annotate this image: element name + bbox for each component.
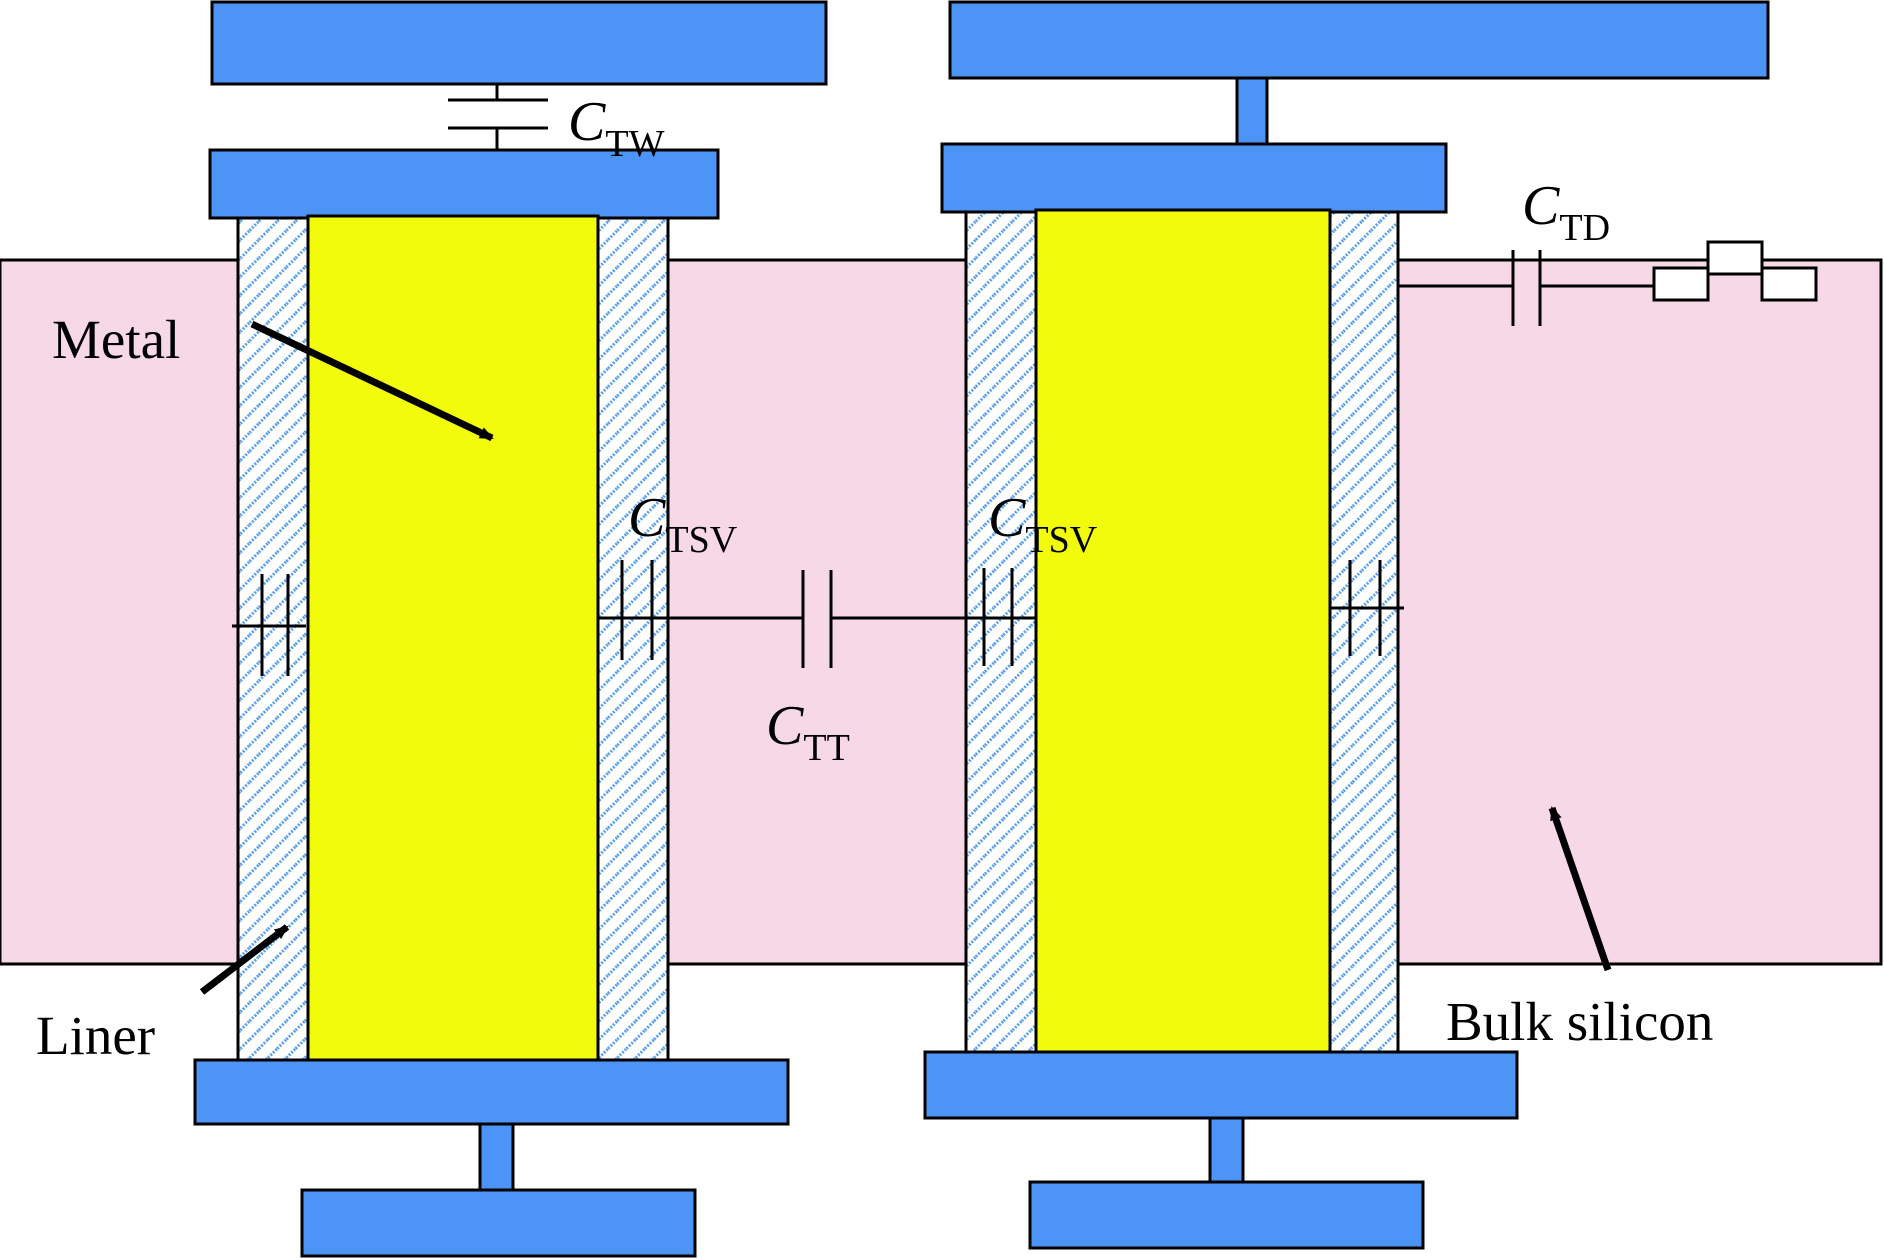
c-td-label: CTD	[1522, 175, 1610, 249]
capacitor-c-tt	[668, 570, 966, 668]
liner-arrow	[199, 924, 290, 995]
tsv-right	[923, 0, 1770, 1250]
bottom-wire-left	[300, 1188, 697, 1258]
bottom-via-right	[1208, 1116, 1245, 1184]
liner-left-inner	[596, 216, 670, 1062]
capacitor-c-tw	[448, 84, 548, 150]
bottom-pad-left	[193, 1058, 790, 1126]
top-wire-right	[948, 0, 1770, 80]
bulk-silicon-label: Bulk silicon	[1446, 991, 1713, 1052]
c-tt-label: CTT	[766, 695, 850, 769]
capacitor-c-tsv-right-inner	[1330, 560, 1404, 656]
silicon-middle	[666, 258, 968, 966]
liner-right-inner	[1328, 210, 1400, 1054]
silicon-right	[1396, 258, 1883, 966]
top-pad-right	[940, 142, 1448, 214]
liner-label: Liner	[36, 1005, 155, 1066]
capacitor-c-tsv-left-outer	[232, 574, 306, 676]
capacitor-c-tsv-right-outer	[966, 568, 1036, 666]
metal-core-left	[306, 214, 600, 1062]
resistor-network	[1652, 240, 1818, 302]
capacitor-c-tsv-left-inner	[598, 560, 668, 660]
bulk-silicon	[0, 258, 1883, 966]
top-pad-left	[208, 148, 720, 220]
liner-right-outer	[964, 210, 1038, 1054]
tsv-left	[193, 0, 828, 1258]
arrows	[199, 320, 1612, 995]
silicon-left	[0, 258, 240, 966]
top-wire-left	[210, 0, 828, 86]
bottom-pad-right	[923, 1050, 1519, 1120]
bulk-silicon-arrow	[1548, 806, 1612, 972]
c-tsv-right-label: CTSV	[988, 487, 1098, 561]
capacitor-c-td	[1398, 250, 1654, 326]
bottom-via-left	[478, 1122, 515, 1192]
top-via-right	[1235, 76, 1269, 146]
metal-label: Metal	[52, 309, 180, 370]
metal-core-right	[1034, 208, 1332, 1054]
c-tw-label: CTW	[568, 91, 665, 165]
bottom-wire-right	[1028, 1180, 1425, 1250]
metal-arrow	[250, 320, 494, 442]
c-tsv-left-label: CTSV	[628, 487, 738, 561]
